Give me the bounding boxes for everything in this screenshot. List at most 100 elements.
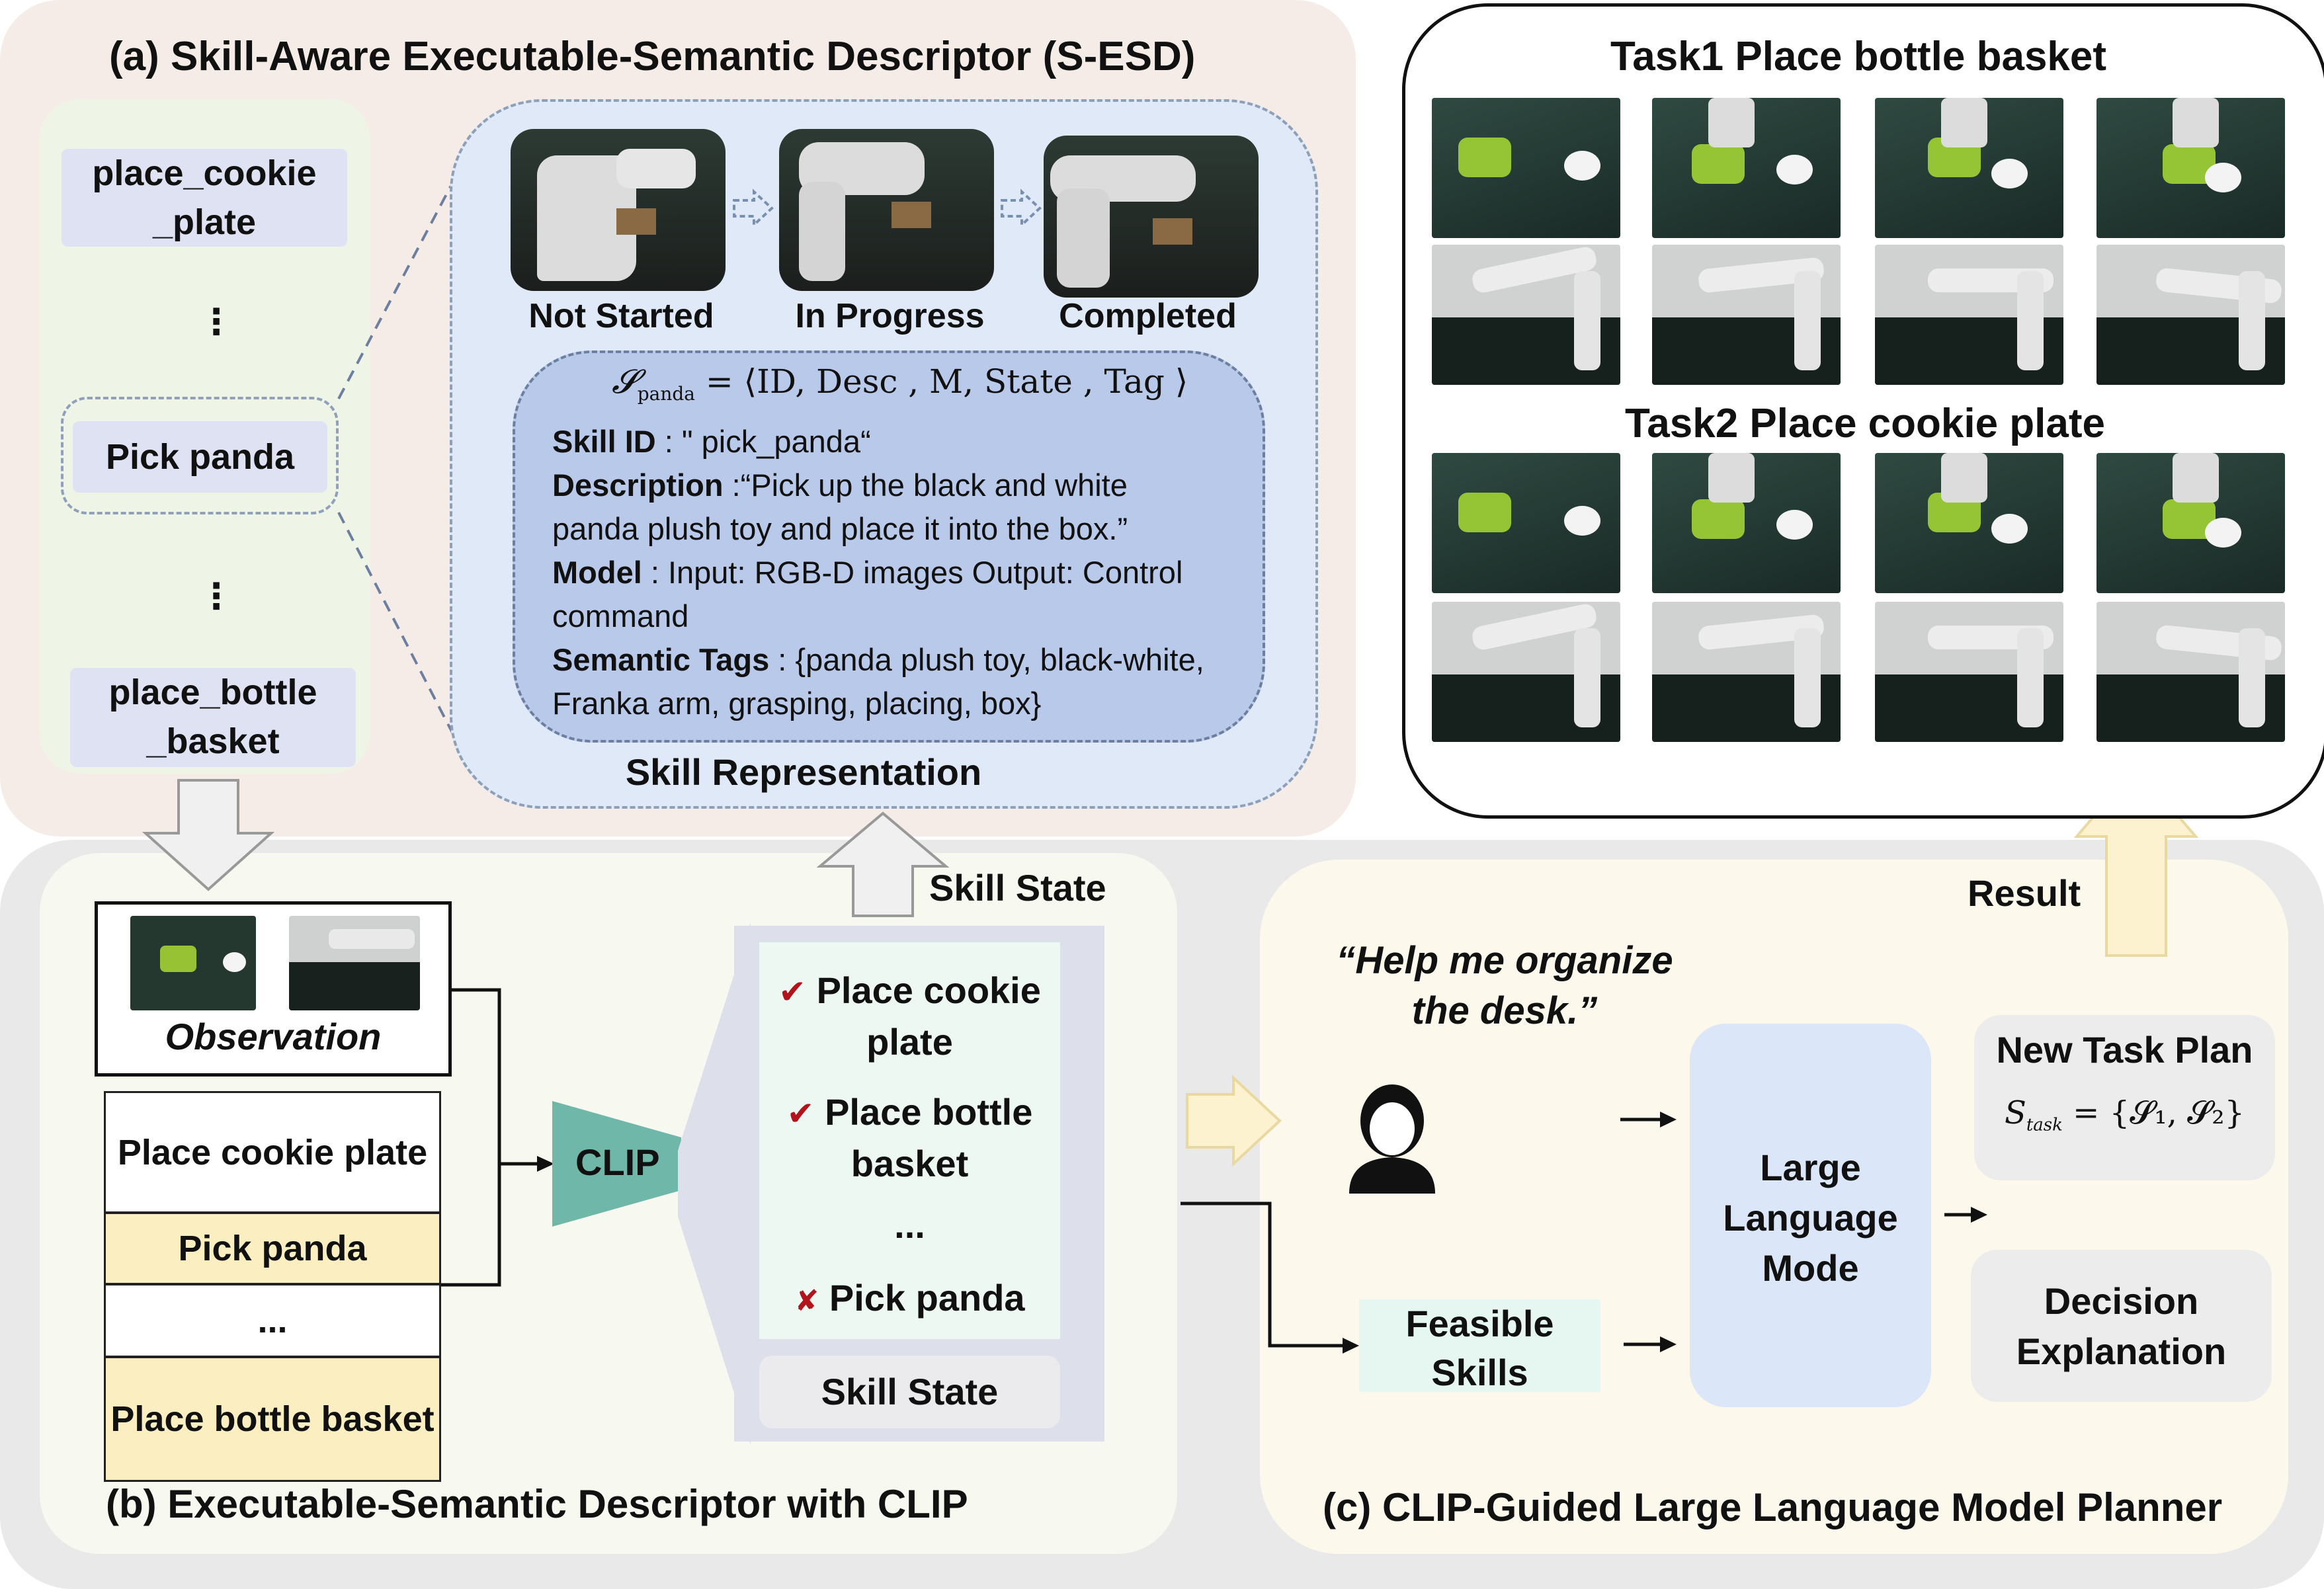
llm-box: Large Language Mode [1690, 1024, 1931, 1407]
stage-label-completed: Completed [1059, 297, 1237, 335]
plate-shape [2205, 163, 2241, 192]
robot-base-shape [1794, 628, 1821, 727]
selected-skill-frame [61, 397, 339, 514]
task-frame-image [2096, 245, 2285, 385]
task-frame-image [2096, 98, 2285, 238]
task-frame-image [1432, 453, 1620, 593]
robot-base-shape [2239, 628, 2265, 727]
robot-base-shape [2239, 271, 2265, 370]
field-value: : {panda plush toy, black-white, [769, 642, 1204, 677]
formula-rhs: = ⟨ID, Desc , M, State , Tag ⟩ [705, 362, 1188, 401]
task-frame-image [1652, 453, 1841, 593]
clip-encoder-shape [552, 1101, 681, 1227]
robot-arm-shape [1941, 453, 1987, 503]
plan-formula-symbol: S [2004, 1094, 2026, 1131]
image-in-progress [779, 129, 994, 291]
task-frame-image [1432, 98, 1620, 238]
arrow-icon-2 [1001, 188, 1042, 228]
descriptor-box [513, 350, 1265, 743]
panel-b-title: (b) Executable-Semantic Descriptor with … [106, 1482, 968, 1526]
plate-shape [1991, 159, 2028, 188]
state-item: ✔ Place cookie plate [759, 965, 1060, 1067]
observation-image-2 [289, 916, 420, 1010]
field-value: command [552, 598, 689, 633]
robot-arm-shape [2173, 98, 2219, 147]
arrow-icon-1 [733, 188, 774, 228]
feasible-skills-box: Feasible Skills [1359, 1299, 1600, 1393]
plate-shape [1776, 155, 1813, 184]
plate-shape [1991, 514, 2028, 544]
observation-image-1 [130, 916, 256, 1010]
task-frame-image [1875, 98, 2063, 238]
task-frame-image [1652, 98, 1841, 238]
formula-sub: panda [637, 383, 695, 405]
right-arrow-to-planner [1186, 1075, 1282, 1167]
result-label: Result [1968, 872, 2081, 914]
observation-label: Observation [165, 1016, 382, 1057]
plan-formula-rhs: = {𝓢₁, 𝓢₂} [2073, 1094, 2245, 1131]
up-arrow-skill-state [816, 811, 950, 917]
formula-symbol: 𝓢 [612, 362, 638, 401]
stage-label-in-progress: In Progress [795, 297, 985, 335]
clip-label: CLIP [575, 1141, 660, 1183]
image-completed [1044, 136, 1259, 298]
field-value: Franka arm, grasping, placing, box} [552, 686, 1042, 721]
image-not-started [511, 129, 726, 291]
field-key: Description [552, 468, 724, 503]
task-frame-image [1432, 602, 1620, 742]
field-value: panda plush toy and place it into the bo… [552, 511, 1128, 546]
table-row-highlighted: Place bottle basket [104, 1356, 441, 1482]
skill-ellipsis-1: ⋮ [198, 302, 234, 342]
field-value: : " pick_panda“ [655, 424, 871, 459]
state-item-label: Pick panda [829, 1277, 1025, 1319]
decision-explanation-card: Decision Explanation [1971, 1250, 2272, 1402]
plan-formula: Stask = {𝓢₁, 𝓢₂} [1974, 1094, 2275, 1135]
task1-title: Task1 Place bottle basket [1610, 34, 2107, 79]
field-value: : Input: RGB-D images Output: Control [642, 555, 1183, 590]
new-task-plan-card [1974, 1015, 2275, 1180]
table-row: Place cookie plate [104, 1091, 441, 1213]
task-frame-image [2096, 602, 2285, 742]
task-frame-image [1875, 602, 2063, 742]
state-item-ellipsis: ... [894, 1204, 925, 1246]
robot-base-shape [2017, 628, 2044, 727]
plate-shape [2205, 518, 2241, 548]
skill-state-top-label: Skill State [929, 867, 1106, 909]
state-item-label: Place bottle basket [825, 1091, 1033, 1184]
check-icon: ✔ [786, 1095, 815, 1132]
task-frame-image [1875, 453, 2063, 593]
field-key: Skill ID [552, 424, 656, 459]
quote-line-2: the desk.” [1411, 989, 1598, 1032]
basket-shape [1458, 493, 1511, 532]
task-frame-image [1875, 245, 2063, 385]
robot-base-shape [1574, 628, 1600, 727]
robot-base-shape [2017, 271, 2044, 370]
skill-chip-pick-panda: Pick panda [73, 421, 327, 493]
robot-arm-shape [1941, 98, 1987, 147]
check-icon: ✔ [778, 973, 807, 1010]
basket-shape [1458, 138, 1511, 177]
cross-icon: ✘ [794, 1285, 819, 1317]
quote-line-1: “Help me organize [1336, 939, 1673, 982]
skill-ellipsis-2: ⋮ [198, 577, 234, 616]
descriptor-formula: 𝓢panda = ⟨ID, Desc , M, State , Tag ⟩ [612, 362, 1188, 405]
skill-representation-label: Skill Representation [625, 751, 982, 793]
task-frame-image [1432, 245, 1620, 385]
field-key: Semantic Tags [552, 642, 770, 677]
robot-arm-shape [1708, 98, 1755, 147]
plate-shape [1564, 506, 1600, 536]
robot-arm-shape [1708, 453, 1755, 503]
skill-state-bottom-label: Skill State [759, 1356, 1060, 1428]
skill-chip-place-bottle: place_bottle _basket [70, 668, 356, 767]
robot-base-shape [1794, 271, 1821, 370]
plate-shape [1776, 510, 1813, 540]
field-key: Model [552, 555, 642, 590]
user-quote: “Help me organize the desk.” [1319, 936, 1690, 1036]
clip-fan-shape [678, 922, 751, 1445]
basket-shape [1692, 144, 1745, 184]
state-item-label: Place cookie plate [816, 969, 1041, 1063]
robot-arm-shape [2173, 453, 2219, 503]
panel-a-title: (a) Skill-Aware Executable-Semantic Desc… [109, 34, 1196, 79]
user-icon [1349, 1084, 1435, 1194]
panel-c-title: (c) CLIP-Guided Large Language Model Pla… [1323, 1485, 2223, 1529]
